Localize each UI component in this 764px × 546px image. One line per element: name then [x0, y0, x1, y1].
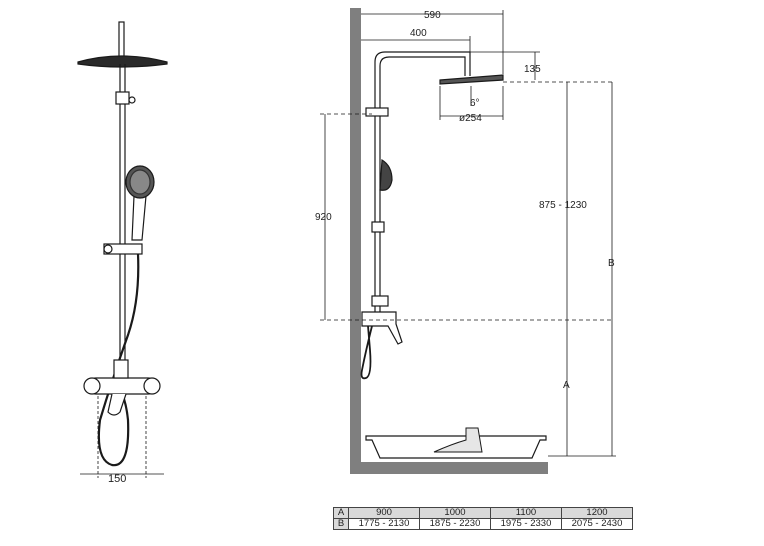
top-stub	[118, 21, 125, 59]
riser-arm	[374, 51, 471, 110]
dim-A-label: A	[563, 380, 570, 391]
row-label-a: A	[333, 507, 349, 519]
slider-knob	[103, 244, 113, 254]
table-row: B 1775 - 2130 1875 - 2230 1975 - 2330 20…	[333, 518, 633, 530]
side-mixer-top	[371, 295, 389, 307]
dim-920-label: 920	[315, 212, 332, 223]
shower-head-side	[439, 74, 504, 85]
side-hand-shower	[379, 158, 393, 191]
upper-knob	[128, 96, 136, 104]
mixer-spout	[113, 359, 129, 379]
upper-connector	[115, 91, 130, 105]
upper-bracket	[365, 107, 389, 117]
hose	[97, 253, 140, 467]
wall	[350, 8, 361, 474]
table-cell: 1200	[561, 507, 633, 519]
dim-135-label: 135	[524, 64, 541, 75]
dim-875-label: 875 - 1230	[539, 200, 587, 211]
table-row: A 900 1000 1100 1200	[333, 507, 633, 519]
dim-400-label: 400	[410, 28, 427, 39]
side-slider	[371, 221, 385, 233]
width-label: 150	[108, 473, 126, 485]
table-cell: 2075 - 2430	[561, 518, 633, 530]
mixer-right-end	[143, 377, 161, 395]
mixer-left-end	[83, 377, 101, 395]
floor	[350, 462, 548, 474]
dim-590-label: 590	[424, 10, 441, 21]
dim-angle-label: 6°	[470, 98, 480, 109]
shower-head-front	[77, 55, 168, 68]
hand-shower-face	[129, 169, 151, 195]
front-view	[77, 21, 168, 478]
table-cell: 1775 - 2130	[348, 518, 420, 530]
hand-shower-handle	[131, 195, 147, 241]
dim-254-label: ø254	[459, 113, 482, 124]
side-view: 590 400 135 6° ø254 920 875 - 1230 B A	[315, 8, 616, 474]
table-cell: 1100	[490, 507, 562, 519]
table-cell: 1875 - 2230	[419, 518, 491, 530]
table-cell: 1975 - 2330	[490, 518, 562, 530]
foot	[433, 427, 483, 453]
dimension-table: A 900 1000 1100 1200 B 1775 - 2130 1875 …	[333, 507, 633, 530]
riser-arm-inner	[379, 56, 466, 110]
dim-B-label: B	[608, 258, 615, 269]
side-hose	[360, 325, 373, 380]
table-cell: 900	[348, 507, 420, 519]
table-cell: 1000	[419, 507, 491, 519]
mixer-lever	[107, 393, 127, 416]
row-label-b: B	[333, 518, 349, 530]
